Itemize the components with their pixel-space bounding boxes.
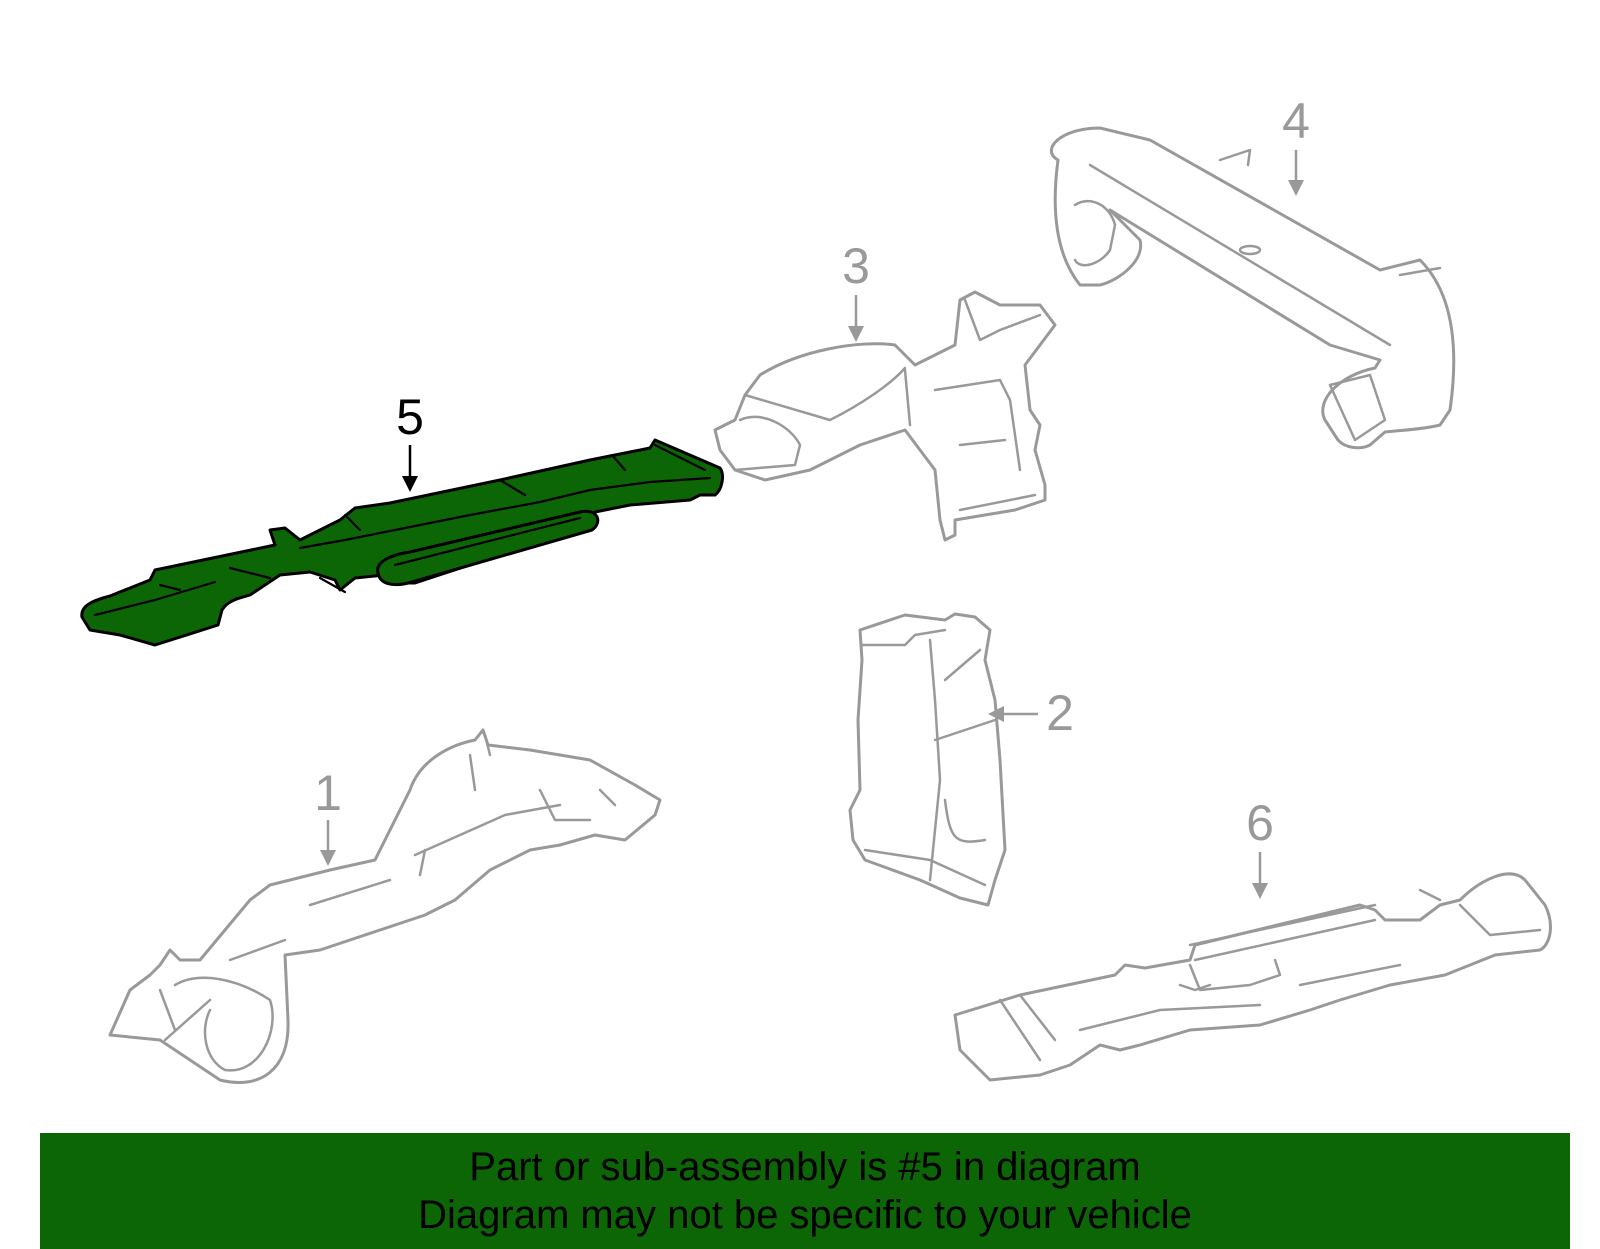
- callout-1-number: 1: [314, 765, 342, 821]
- part-1-duct: [108, 728, 662, 1084]
- callout-4: 4: [1282, 93, 1310, 196]
- info-banner: Part or sub-assembly is #5 in diagram Di…: [40, 1133, 1570, 1249]
- callout-6: 6: [1246, 795, 1274, 899]
- callout-6-number: 6: [1246, 795, 1274, 851]
- callout-5-number: 5: [396, 389, 424, 445]
- callout-4-number: 4: [1282, 93, 1310, 149]
- callout-1: 1: [314, 765, 342, 866]
- banner-line-1: Part or sub-assembly is #5 in diagram: [469, 1145, 1141, 1189]
- banner-line-2: Diagram may not be specific to your vehi…: [418, 1193, 1192, 1237]
- part-4-duct: [1050, 126, 1456, 450]
- callout-3-number: 3: [842, 238, 870, 294]
- part-5-duct-highlighted: [80, 438, 724, 647]
- callout-2-number: 2: [1046, 685, 1074, 741]
- callout-3: 3: [842, 238, 870, 342]
- part-6-duct: [953, 872, 1552, 1082]
- callout-5: 5: [396, 389, 424, 492]
- part-2-duct: [848, 612, 1007, 907]
- callout-2: 2: [988, 685, 1074, 741]
- part-3-duct: [713, 290, 1057, 542]
